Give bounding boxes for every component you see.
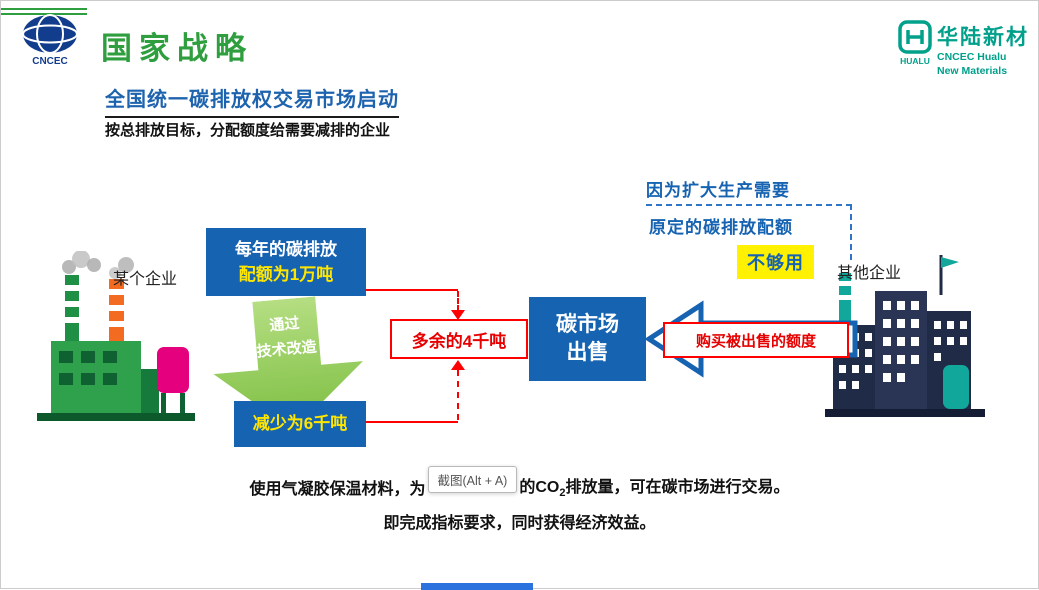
red-arrowhead-up-icon [451,360,465,370]
red-dashed-arrow-bottom [457,370,459,420]
quota-box: 每年的碳排放 配额为1万吨 [206,228,366,296]
blue-dashed-line-horizontal [646,204,852,206]
co2-subscript: 2 [559,487,566,500]
insufficient-tag: 不够用 [737,245,814,279]
right-company-label: 其他企业 [837,265,902,282]
hualu-brand-block: 华陆新材 CNCEC Hualu New Materials [937,21,1029,78]
quota-box-line2: 配额为1万吨 [238,265,334,284]
reason-line2: 原定的碳排放配额 [649,218,793,237]
purchase-box: 购买被出售的额度 [663,322,849,358]
green-arrow-text1: 通过 [268,314,301,335]
strategy-title: 国家战略 [101,31,253,66]
cncec-logo-text: CNCEC [32,56,68,67]
reason-line1: 因为扩大生产需要 [646,181,790,200]
screenshot-tooltip: 截图(Alt + A) [427,466,518,493]
market-box: 碳市场 出售 [529,297,646,381]
footer-text-before: 使用气凝胶保温材料，为 [249,480,426,498]
green-arrow-text2: 技术改造 [256,338,318,361]
footer-co2-suffix: 排放量，可在碳市场进行交易。 [565,479,790,497]
red-arrowhead-down-icon [451,310,465,320]
hualu-name-en1: CNCEC Hualu [937,51,1007,63]
hualu-name-en2: New Materials [937,64,1008,77]
footer-line-2: 即完成指标要求，同时获得经济效益。 [383,515,656,532]
reduced-box: 减少为6千吨 [234,401,366,447]
red-line-bottom [365,421,458,423]
hualu-name-cn: 华陆新材 [937,26,1029,49]
left-company-label: 某个企业 [113,271,178,288]
cncec-logo-icon: CNCEC [22,14,78,67]
market-box-line1: 碳市场 [556,312,619,336]
surplus-box: 多余的4千吨 [390,319,528,359]
decor-green-line-2 [1,13,87,15]
footer-text-after: 的CO2排放量，可在碳市场进行交易。 [519,473,789,499]
page-title: 全国统一碳排放权交易市场启动 [105,83,399,118]
page-subtitle: 按总排放目标，分配额度给需要减排的企业 [105,122,391,139]
red-dashed-arrow-top [457,291,459,311]
footer-co2-prefix: 的CO [519,479,560,497]
blue-dashed-line-vertical [850,204,852,260]
hualu-logo-text: HUALU [900,56,930,66]
market-box-line2: 出售 [566,341,609,364]
left-factory-illustration [31,250,203,431]
red-line-top [365,289,458,291]
decor-green-line-1 [1,8,87,10]
footer-line-1: 使用气凝胶保温材料，为 截图(Alt + A) 的CO2排放量，可在碳市场进行交… [1,466,1038,500]
reduced-box-text: 减少为6千吨 [252,414,348,434]
hualu-logo-icon: HUALU [898,20,932,66]
left-factory-icon [37,250,195,421]
quota-box-line1: 每年的碳排放 [235,239,337,259]
bottom-blue-strip [421,583,533,590]
